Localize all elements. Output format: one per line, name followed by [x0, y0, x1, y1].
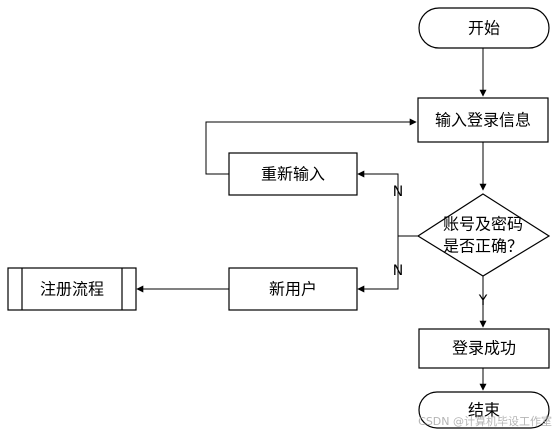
- decision-node: 账号及密码 是否正确？: [416, 193, 551, 277]
- login-success-label: 登录成功: [452, 339, 516, 358]
- edge-label-yes: Y: [478, 293, 488, 309]
- input-login-label: 输入登录信息: [435, 111, 531, 130]
- start-node: 开始: [418, 7, 550, 49]
- end-node: 结束: [418, 391, 550, 429]
- input-login-node: 输入登录信息: [417, 97, 549, 143]
- edge-label-no-reinput: N: [393, 184, 403, 200]
- watermark-text: CSDN @计算机毕设工作室: [418, 414, 552, 428]
- register-node: 注册流程: [7, 267, 137, 311]
- reinput-node: 重新输入: [228, 152, 358, 196]
- flow-edges: [136, 48, 487, 391]
- decision-label-line1: 账号及密码: [443, 215, 523, 234]
- reinput-label: 重新输入: [261, 165, 325, 184]
- edge-decision-to-new-user: [357, 236, 399, 293]
- register-label: 注册流程: [40, 280, 104, 299]
- edge-label-no-new-user: N: [393, 263, 403, 279]
- edge-decision-to-reinput: [357, 170, 418, 237]
- start-label: 开始: [468, 19, 500, 38]
- login-success-node: 登录成功: [418, 328, 550, 369]
- decision-label-line2: 是否正确？: [443, 237, 523, 256]
- new-user-node: 新用户: [228, 267, 358, 311]
- edge-reinput-to-input: [205, 118, 417, 175]
- end-label: 结束: [468, 401, 500, 420]
- new-user-label: 新用户: [269, 280, 317, 299]
